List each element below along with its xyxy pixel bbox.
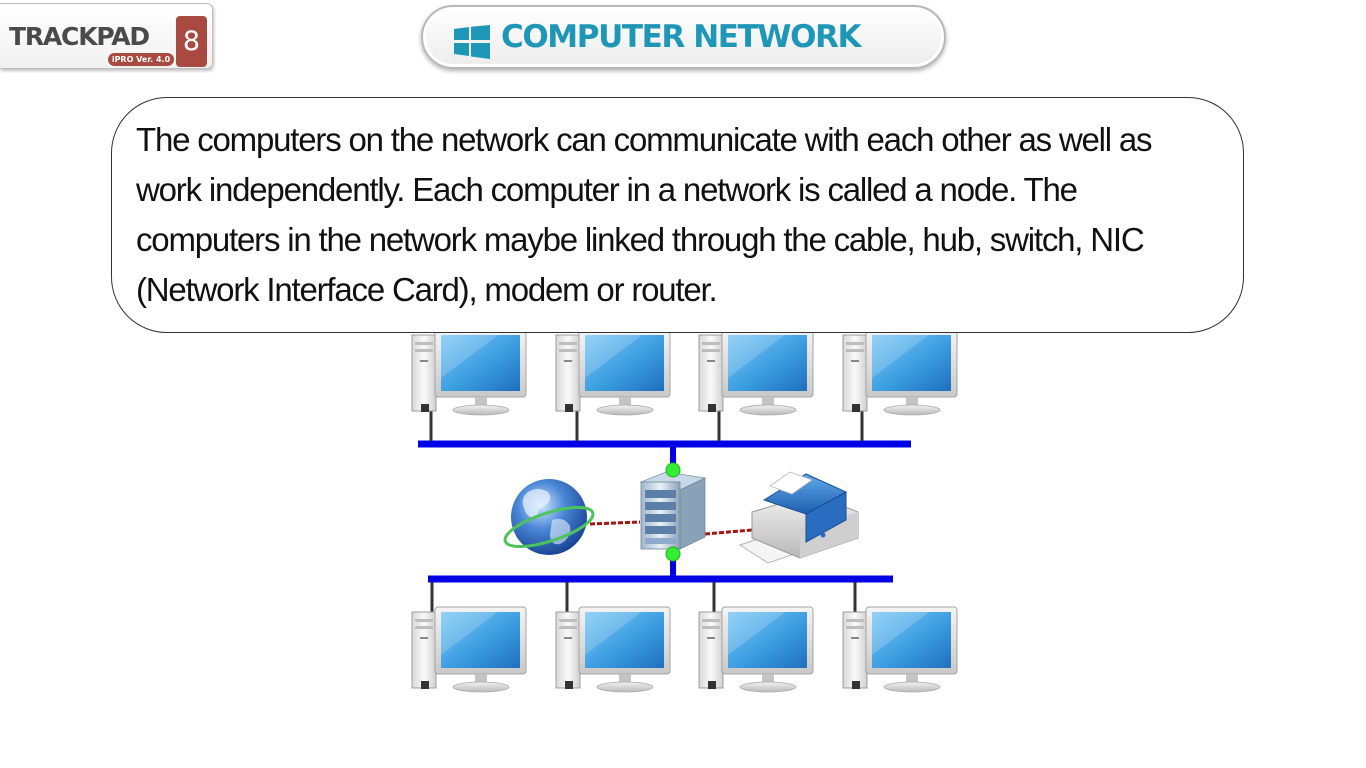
server-icon (639, 471, 707, 550)
page-title-banner: COMPUTER NETWORK (421, 5, 946, 69)
node-connector (665, 462, 681, 478)
printer-icon (738, 471, 859, 564)
computer-icon (411, 329, 527, 416)
description-text: The computers on the network can communi… (136, 121, 1153, 308)
page-title: COMPUTER NETWORK (501, 19, 862, 55)
logo-version: iPRO Ver. 4.0 (108, 53, 174, 66)
computer-icon (555, 329, 671, 416)
logo-edition: 8 (176, 16, 207, 67)
computer-icon (555, 606, 671, 693)
description-box: The computers on the network can communi… (111, 97, 1244, 333)
globe-icon (503, 479, 595, 555)
windows-logo-icon (454, 25, 490, 59)
computer-icon (698, 606, 814, 693)
computer-icon (698, 329, 814, 416)
computer-icon (411, 606, 527, 693)
node-connector (665, 546, 681, 562)
trackpad-logo: TRACKPAD iPRO Ver. 4.0 8 (0, 3, 213, 69)
logo-brand: TRACKPAD (9, 22, 150, 51)
computer-icon (842, 329, 958, 416)
computer-icon (842, 606, 958, 693)
